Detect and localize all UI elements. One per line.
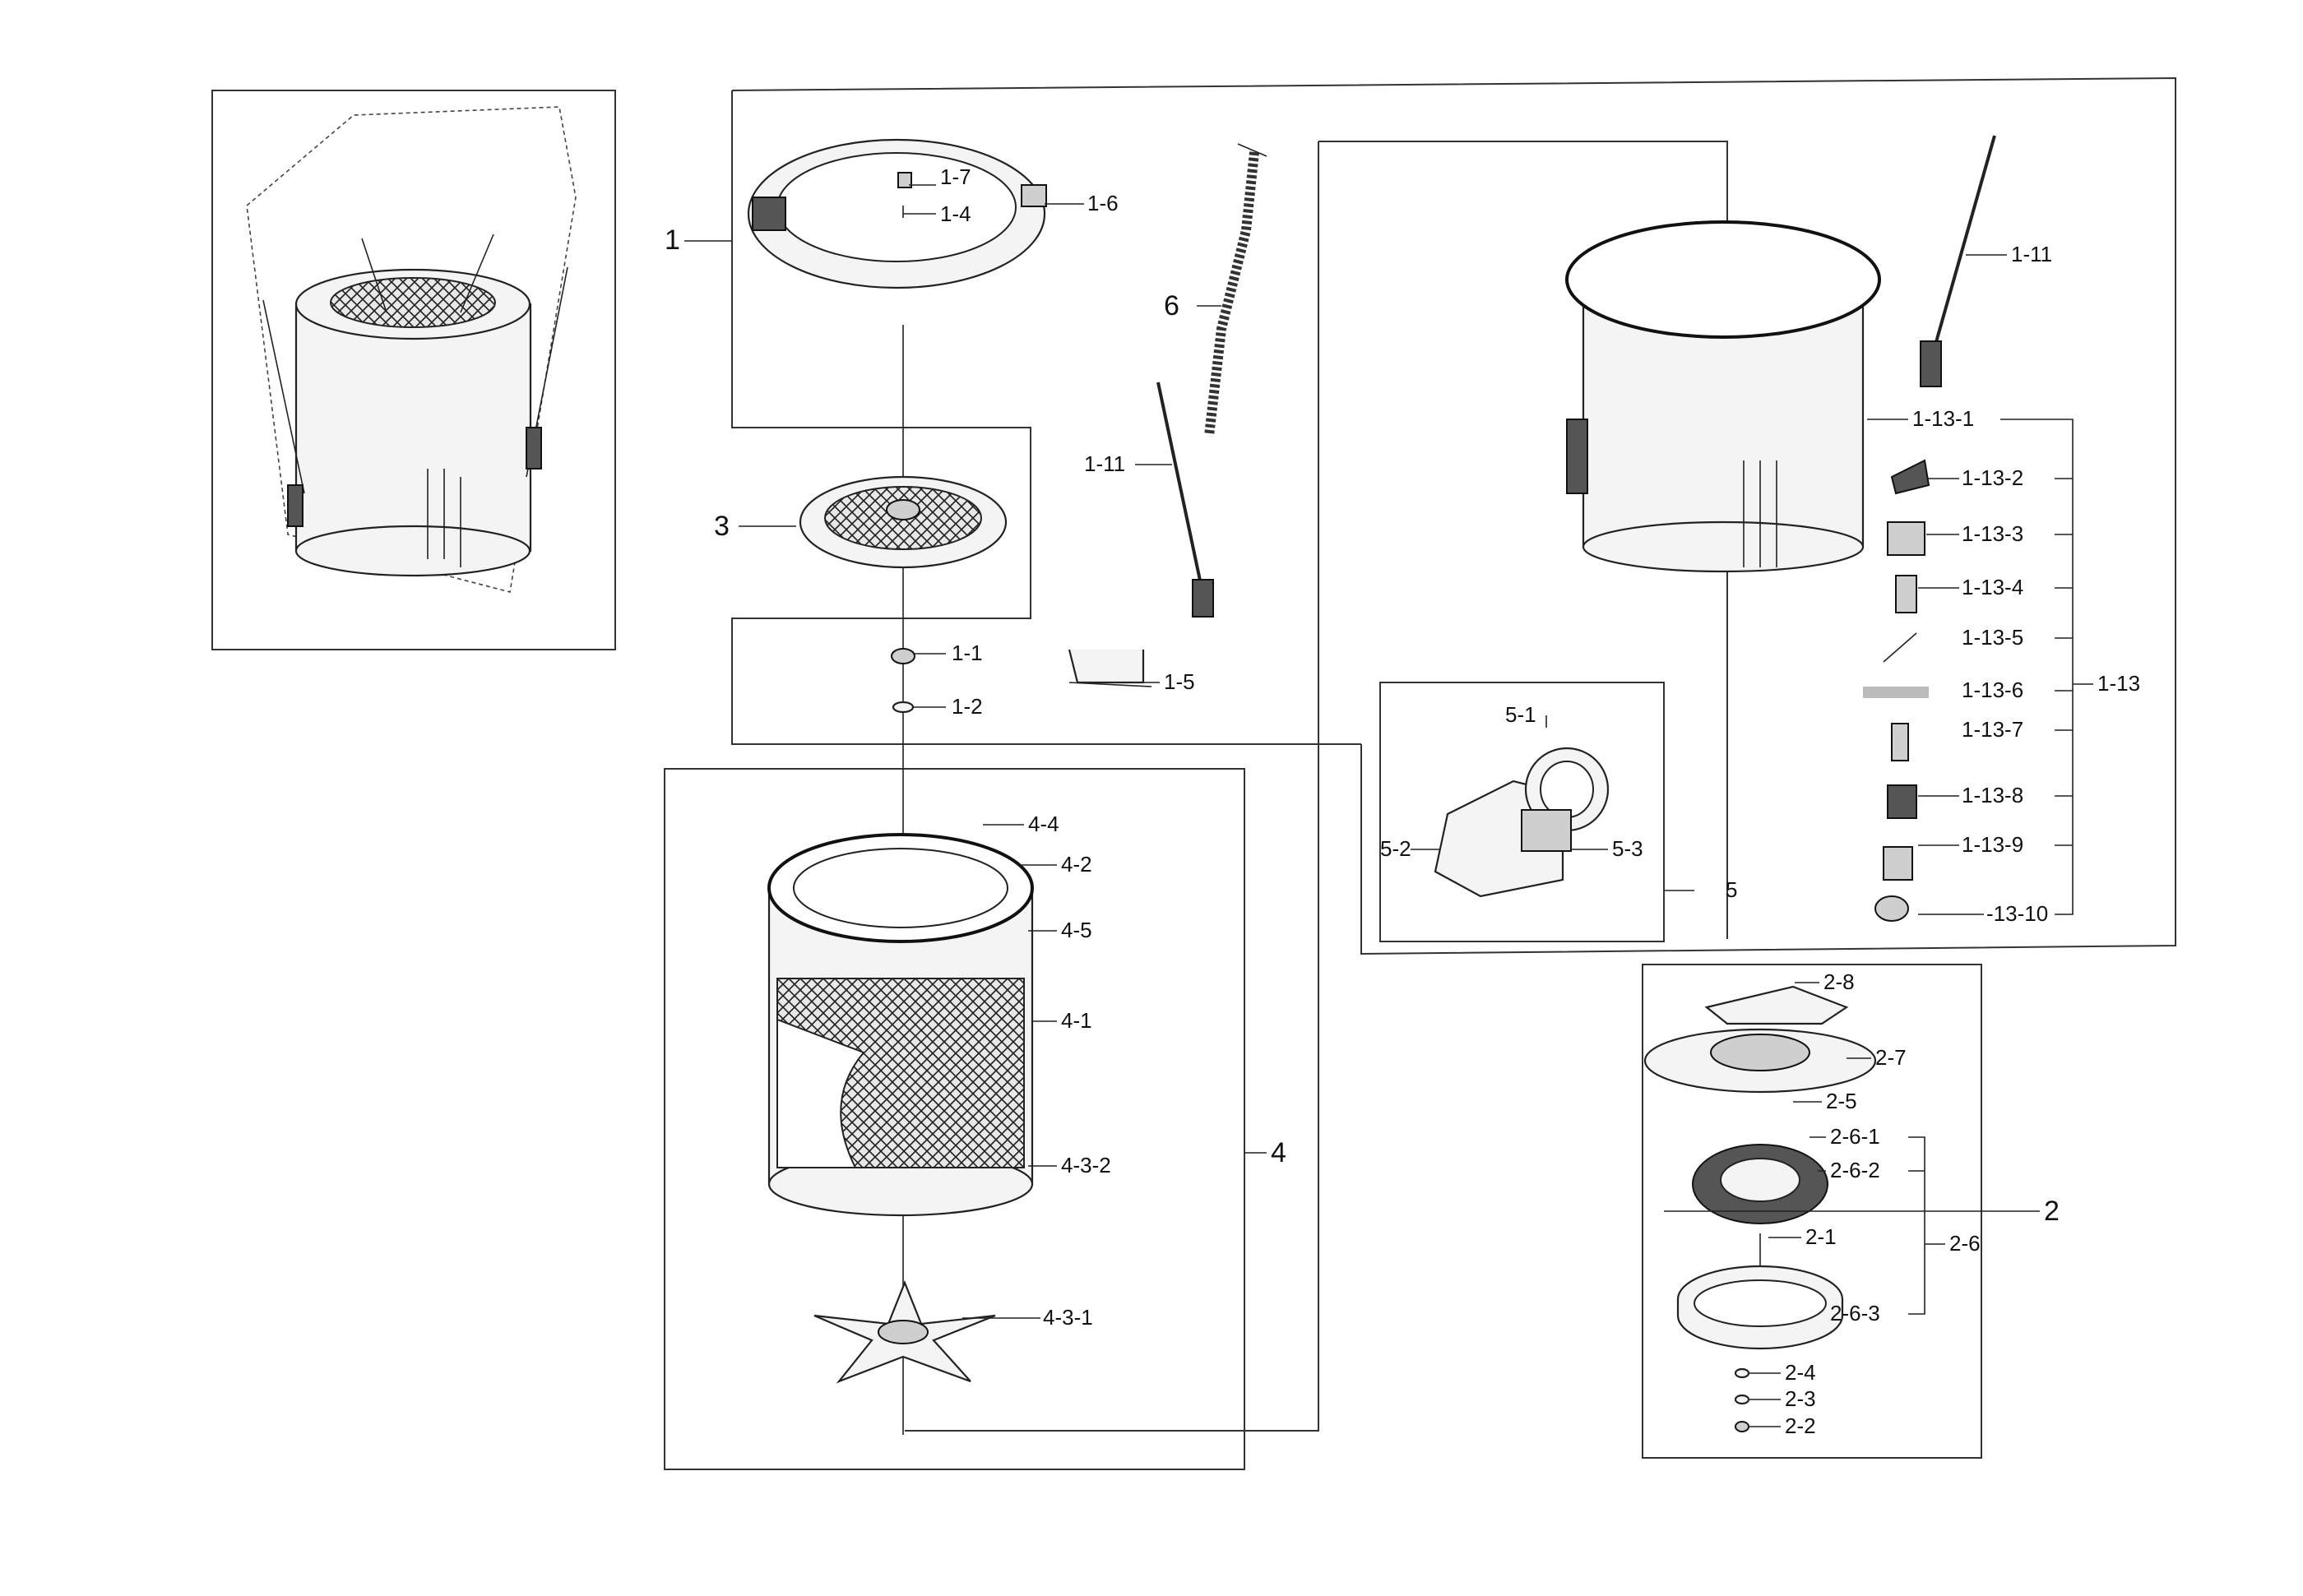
pulsator	[799, 475, 1008, 569]
suspension-rod-left	[1156, 382, 1214, 618]
label-1-13-9: 1-13-9	[1962, 832, 2023, 857]
label-5: 5	[1726, 877, 1737, 902]
label-1-13: 1-13	[2097, 671, 2140, 696]
label-2-1: 2-1	[1805, 1224, 1837, 1249]
label-4-4: 4-4	[1028, 812, 1059, 836]
suspension-rod-right	[1920, 135, 1996, 387]
label-2-6: 2-6	[1949, 1231, 1981, 1256]
label-5-3: 5-3	[1612, 836, 1643, 861]
label-2-7: 2-7	[1875, 1045, 1907, 1070]
overview-tub-assembly	[262, 234, 568, 577]
label-1-13-3: 1-13-3	[1962, 521, 2023, 546]
label-1-13-7: 1-13-7	[1962, 717, 2023, 742]
label-2-4: 2-4	[1785, 1360, 1816, 1385]
motor-assembly	[1643, 985, 1877, 1432]
label-1-13-2: 1-13-2	[1962, 465, 2023, 490]
leader-lines	[684, 184, 2093, 1427]
label-2-5: 2-5	[1826, 1089, 1857, 1113]
label-1-7: 1-7	[940, 164, 971, 189]
label-4-3-1: 4-3-1	[1043, 1305, 1093, 1330]
label-1-6: 1-6	[1087, 191, 1119, 215]
overview-outline	[246, 106, 577, 593]
label-2-6-1: 2-6-1	[1830, 1124, 1880, 1149]
inner-basket	[767, 833, 1034, 1217]
label-2-6-3: 2-6-3	[1830, 1301, 1880, 1325]
label-1: 1	[665, 224, 680, 256]
label-4-3-2: 4-3-2	[1061, 1153, 1111, 1177]
label-2: 2	[2044, 1196, 2060, 1227]
outer-tub	[1565, 220, 1881, 573]
lower-frame	[905, 141, 1319, 1432]
label-1-13-1: 1-13-1	[1912, 406, 1974, 431]
group-5-frame	[1379, 682, 1665, 942]
drain-pump	[1434, 747, 1610, 898]
label-5-2: 5-2	[1380, 836, 1411, 861]
part-labels: 1 1-7 1-4 1-6 6 1-11 3 1-1 1-2 1-5 1-11 …	[665, 164, 2140, 1438]
label-2-2: 2-2	[1785, 1413, 1816, 1438]
nut-parts	[891, 172, 915, 714]
label-1-13-4: 1-13-4	[1962, 575, 2023, 599]
label-4: 4	[1271, 1137, 1286, 1168]
tub-frame	[1318, 141, 1728, 939]
label-5-1: 5-1	[1505, 702, 1536, 727]
label-1-11-left: 1-11	[1084, 451, 1125, 476]
label-1-13-8: 1-13-8	[1962, 783, 2023, 807]
label-1-13-5: 1-13-5	[1962, 625, 2023, 650]
group-1-frame	[731, 90, 1361, 745]
tub-small-parts	[1863, 459, 1930, 922]
label-1-13-6: 1-13-6	[1962, 678, 2023, 702]
flange-spider	[813, 1280, 996, 1384]
outer-frame	[731, 76, 2176, 955]
cap-part	[897, 172, 912, 188]
label-4-1: 4-1	[1061, 1008, 1092, 1033]
label-1-5: 1-5	[1164, 669, 1195, 694]
overview-panel	[211, 90, 616, 650]
label-4-5: 4-5	[1061, 918, 1092, 942]
label-1-2: 1-2	[952, 694, 983, 719]
hose-part	[1204, 143, 1267, 437]
label-1-1: 1-1	[952, 641, 983, 665]
label-2-8: 2-8	[1823, 969, 1855, 994]
bracket-part	[1068, 649, 1152, 687]
label-1-4: 1-4	[940, 201, 971, 226]
label-13-10: -13-10	[1986, 901, 2048, 926]
label-1-11-right: 1-11	[2011, 242, 2052, 266]
label-2-3: 2-3	[1785, 1386, 1816, 1411]
label-6: 6	[1164, 290, 1179, 322]
group-4-frame	[664, 768, 1245, 1470]
tub-cover-ring	[747, 138, 1047, 289]
label-4-2: 4-2	[1061, 852, 1092, 877]
label-3: 3	[714, 511, 730, 542]
label-2-6-2: 2-6-2	[1830, 1158, 1880, 1182]
